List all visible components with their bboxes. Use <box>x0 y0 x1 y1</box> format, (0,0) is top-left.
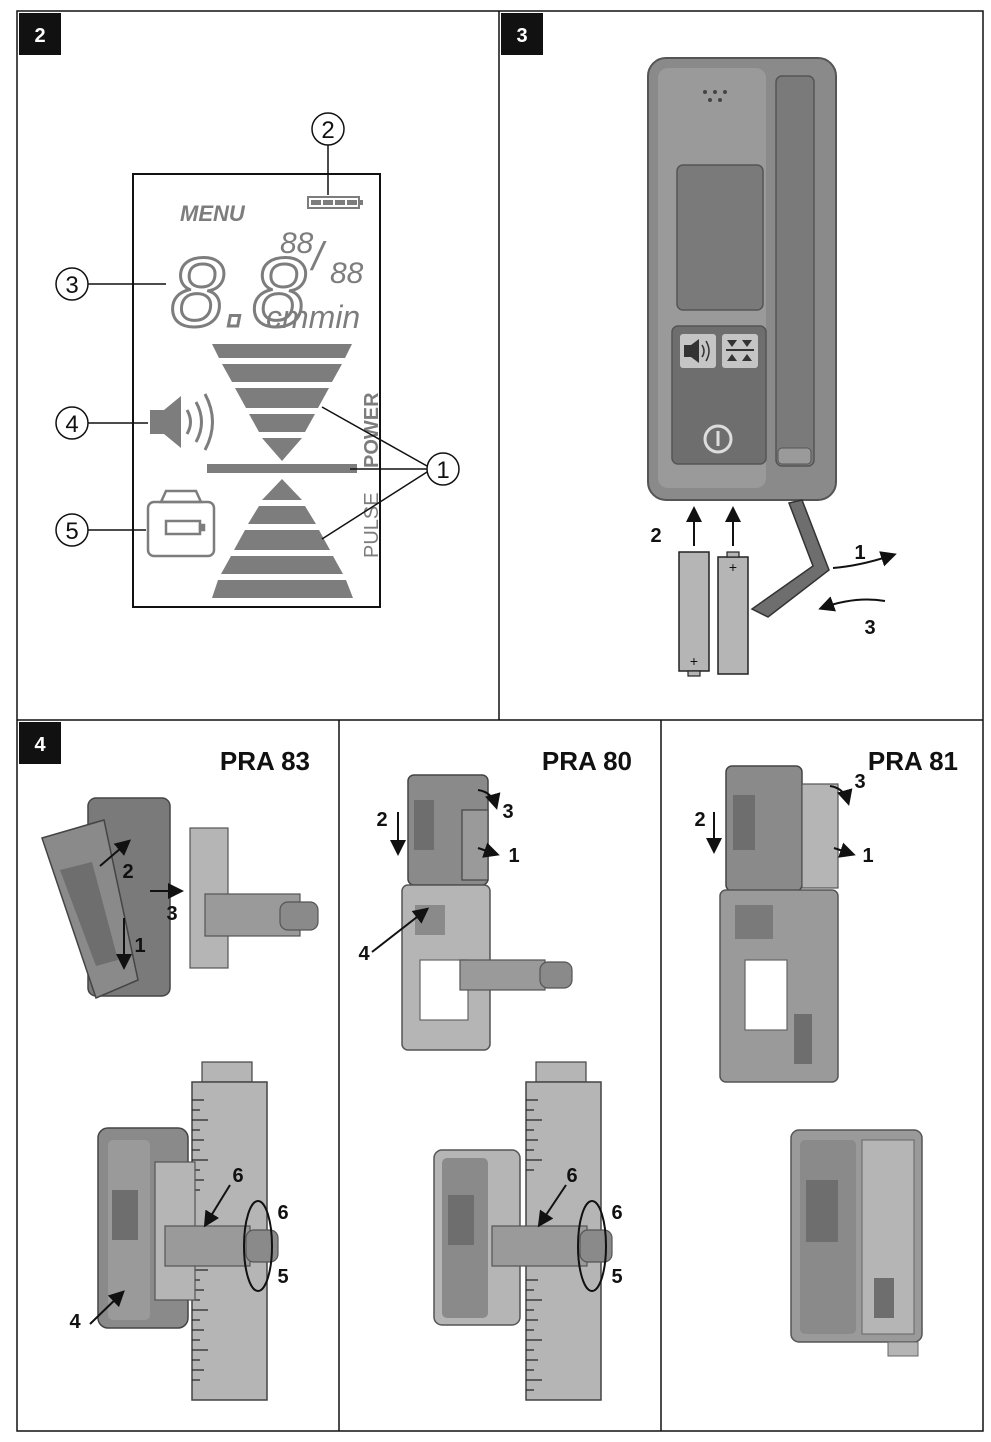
svg-text:2: 2 <box>376 809 387 831</box>
receiver-back-view <box>647 57 837 501</box>
holder-pra80 <box>401 774 573 1051</box>
fraction-bottom: 88 <box>330 257 364 290</box>
holder-pra81 <box>719 765 839 1083</box>
power-label: POWER <box>361 392 383 468</box>
svg-text:5: 5 <box>277 1266 288 1288</box>
staff-scale <box>526 1099 542 1391</box>
panel-tag-2: 2 <box>19 13 61 55</box>
model-title: PRA 80 <box>542 746 632 776</box>
svg-text:3: 3 <box>516 25 527 47</box>
callout-3: 3 <box>55 267 166 301</box>
svg-text:1: 1 <box>854 542 865 564</box>
staff-with-pra80 <box>433 1061 613 1401</box>
aa-battery: + <box>678 551 710 677</box>
volume-icon <box>150 393 214 451</box>
laser-battery-icon <box>146 489 216 558</box>
svg-text:2: 2 <box>650 525 661 547</box>
upper-level-indicator <box>212 344 352 461</box>
callout-5: 5 <box>55 513 146 547</box>
model-title: PRA 83 <box>220 746 310 776</box>
svg-text:5: 5 <box>611 1266 622 1288</box>
panel-tag-3: 3 <box>501 13 543 55</box>
model-title: PRA 81 <box>868 746 958 776</box>
svg-text:5: 5 <box>65 518 78 545</box>
distance-digits: 8.8 <box>170 237 306 347</box>
panel-tag-4: 4 <box>19 722 61 764</box>
svg-text:1: 1 <box>862 845 873 867</box>
on-level-bar <box>207 464 357 473</box>
holder-pra83-clip <box>41 797 319 1000</box>
unit-label: cmmin <box>266 299 360 335</box>
svg-text:4: 4 <box>34 734 46 756</box>
svg-text:3: 3 <box>65 272 78 299</box>
pulse-label: PULSE <box>361 492 383 558</box>
insert-arrows <box>686 506 897 612</box>
svg-text:3: 3 <box>864 617 875 639</box>
svg-text:3: 3 <box>166 903 177 925</box>
lcd-display: MENU 88 / 88 8.8 cmmin <box>132 173 383 608</box>
callout-2: 2 <box>311 112 345 195</box>
svg-text:6: 6 <box>277 1202 288 1224</box>
power-button-icon <box>703 424 733 454</box>
svg-text:1: 1 <box>134 935 145 957</box>
unit-button-icon <box>726 340 754 361</box>
svg-text:+: + <box>729 559 737 575</box>
staff-with-pra83 <box>97 1061 279 1401</box>
svg-text:2: 2 <box>122 861 133 883</box>
svg-text:4: 4 <box>69 1311 81 1333</box>
svg-text:4: 4 <box>358 943 370 965</box>
svg-text:3: 3 <box>502 801 513 823</box>
battery-cover <box>750 499 830 618</box>
svg-text:2: 2 <box>34 25 45 47</box>
svg-text:+: + <box>690 653 698 669</box>
battery-level-icon <box>307 196 363 209</box>
callout-4: 4 <box>55 406 148 440</box>
svg-text:4: 4 <box>65 411 78 438</box>
volume-button-icon <box>684 339 710 363</box>
svg-text:6: 6 <box>232 1165 243 1187</box>
receiver-in-pra81 <box>790 1129 923 1357</box>
svg-text:1: 1 <box>508 845 519 867</box>
svg-text:6: 6 <box>611 1202 622 1224</box>
svg-text:2: 2 <box>321 117 334 144</box>
svg-text:3: 3 <box>854 771 865 793</box>
svg-text:1: 1 <box>436 457 449 484</box>
callout-1: 1 <box>321 406 460 540</box>
speaker-grille-icon <box>703 90 727 102</box>
panel-frame <box>16 10 984 1432</box>
svg-text:6: 6 <box>566 1165 577 1187</box>
fraction-slash: / <box>309 235 327 279</box>
svg-text:2: 2 <box>694 809 705 831</box>
menu-indicator: MENU <box>180 201 246 226</box>
lower-level-indicator <box>212 479 353 598</box>
fraction-top: 88 <box>280 227 314 260</box>
aa-battery: + <box>717 551 749 675</box>
